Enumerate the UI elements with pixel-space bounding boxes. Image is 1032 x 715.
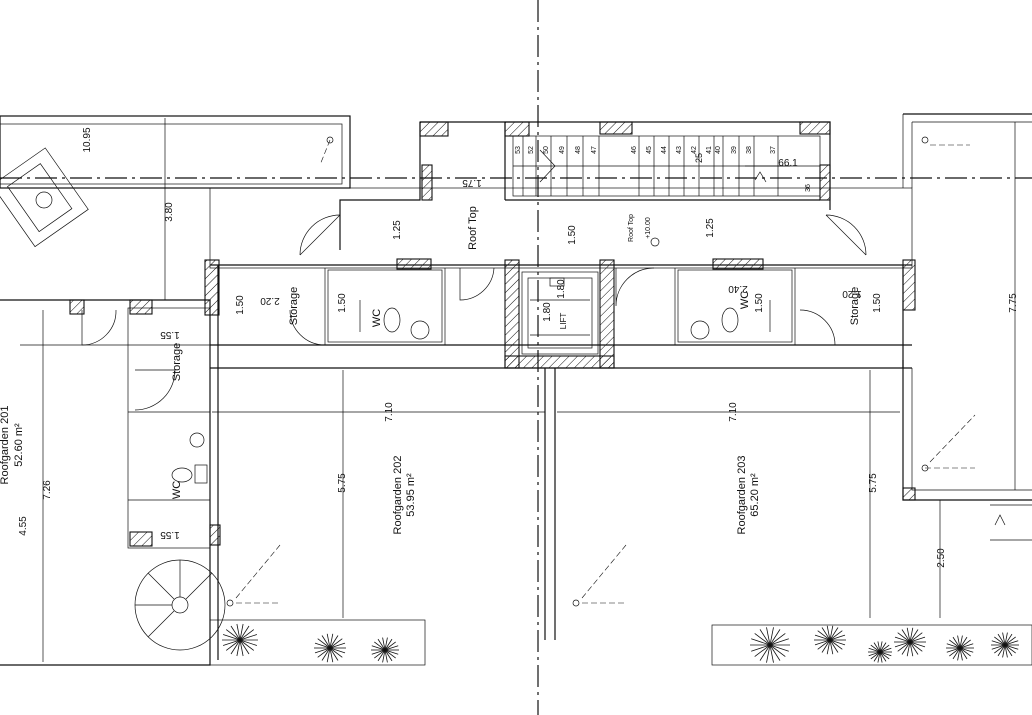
stair-number: 45 <box>646 146 653 154</box>
dim-1-55-a: 1.55 <box>160 329 180 340</box>
stair-number: 43 <box>676 146 683 154</box>
stair-number: 50 <box>543 146 550 154</box>
rg202-name: Roofgarden 202 <box>392 456 404 535</box>
dim-7-75: 7.75 <box>1008 293 1019 313</box>
plant-symbol <box>371 637 399 663</box>
dim-66-1: 66.1 <box>778 158 798 169</box>
dim-1-50-d: 1.50 <box>754 293 765 313</box>
plant-symbol <box>894 627 926 657</box>
roof-outline <box>0 113 1032 666</box>
dim-1-50-a: 1.50 <box>567 225 578 245</box>
dim-1-25-b: 1.25 <box>705 218 716 238</box>
dim-1-80-b: 1.80 <box>542 302 553 322</box>
dim-3-80: 3.80 <box>164 202 175 222</box>
dim-1-20: 1.20 <box>842 288 862 299</box>
plant-symbol <box>314 633 346 663</box>
dim-7-10-b: 7.10 <box>728 402 739 422</box>
dim-2-40: 2.40 <box>728 283 748 294</box>
stair-number: 49 <box>559 146 566 154</box>
planters <box>209 619 1032 666</box>
stair-number: 39 <box>731 146 738 154</box>
plant-symbol <box>222 623 258 657</box>
roof-top-label: Roof Top <box>467 206 479 250</box>
stair-number: 41 <box>706 146 713 154</box>
stair-number: 40 <box>715 146 722 154</box>
stair-number: 42 <box>691 146 698 154</box>
west-unit <box>0 147 211 549</box>
stair-number: 44 <box>661 146 668 154</box>
storage-label-west: Storage <box>171 343 183 382</box>
staircase <box>512 135 821 197</box>
rg201-area: 52.60 m² <box>13 423 25 467</box>
plant-symbol <box>814 625 846 655</box>
stair-number: 48 <box>575 146 582 154</box>
dimension-lines <box>20 118 1032 662</box>
dim-10-95: 10.95 <box>82 127 93 152</box>
core-walls <box>210 121 912 660</box>
stair-number: 52 <box>528 146 535 154</box>
wc-label-left: WC <box>371 309 383 327</box>
dim-1-50-c: 1.50 <box>337 293 348 313</box>
dim-1-75: 1.75 <box>462 177 482 188</box>
stair-number: 37 <box>770 146 777 154</box>
dim-7-10-a: 7.10 <box>384 402 395 422</box>
plant-symbol <box>946 635 974 661</box>
stair-number: 46 <box>631 146 638 154</box>
lift-shaft <box>521 271 599 355</box>
rg203-area: 65.20 m² <box>749 473 761 517</box>
wc-label-west: WC <box>171 481 183 499</box>
rg201-name: Roofgarden 201 <box>0 406 11 485</box>
plant-symbol <box>868 641 892 663</box>
roof-top-level-value: +10.00 <box>645 217 652 239</box>
room-labels: Roofgarden 201 52.60 m² Roofgarden 202 5… <box>0 206 861 534</box>
storage-label-right: Storage <box>849 287 861 326</box>
dim-1-50-b: 1.50 <box>235 295 246 315</box>
stair-number: 47 <box>591 146 598 154</box>
roof-drains <box>226 136 976 607</box>
plant-symbol <box>750 627 790 663</box>
rg202-area: 53.95 m² <box>405 473 417 517</box>
dim-5-75-b: 5.75 <box>868 473 879 493</box>
lift-label: LIFT <box>559 313 568 330</box>
dim-1-55-b: 1.55 <box>160 529 180 540</box>
dim-1-25-a: 1.25 <box>392 220 403 240</box>
dim-1-80-a: 1.80 <box>556 279 567 299</box>
dim-1-50-e: 1.50 <box>872 293 883 313</box>
dim-2-50: 2.50 <box>936 548 947 568</box>
storage-label-left: Storage <box>288 287 300 326</box>
stair-number: 53 <box>515 146 522 154</box>
stair-number-36: 36 <box>805 184 812 192</box>
dim-25: 25 <box>694 153 704 163</box>
spiral-stair <box>134 559 226 651</box>
roof-top-level-name: Roof Top <box>628 214 635 242</box>
dim-4-55: 4.55 <box>18 516 29 536</box>
wc-label-right: WC <box>739 291 751 309</box>
rg203-name: Roofgarden 203 <box>736 456 748 535</box>
dimension-labels: 10.95 3.80 1.75 1.25 1.50 1.25 1.50 2.20… <box>18 127 1019 568</box>
dim-7-26: 7.26 <box>42 480 53 500</box>
fixtures <box>171 300 771 484</box>
plant-symbol <box>991 632 1019 658</box>
stair-number: 38 <box>746 146 753 154</box>
dim-2-20: 2.20 <box>260 295 280 306</box>
dim-5-75-a: 5.75 <box>337 473 348 493</box>
hatched-columns <box>69 121 916 547</box>
